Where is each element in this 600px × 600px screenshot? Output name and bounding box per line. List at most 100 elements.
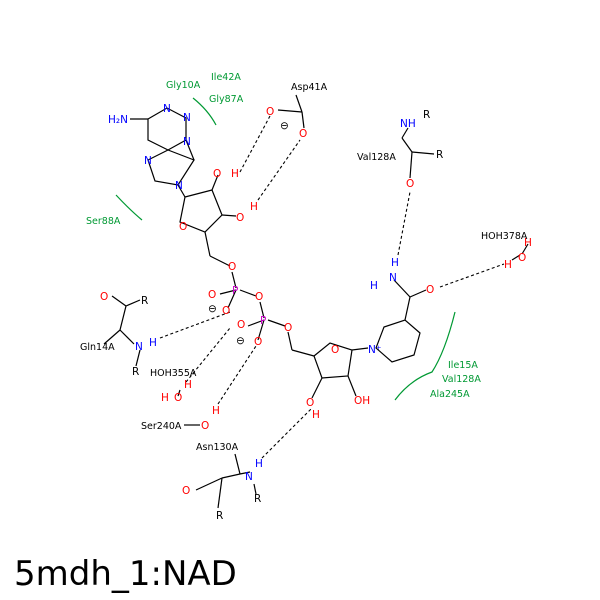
- label-ser240: Ser240A: [141, 421, 182, 432]
- hydrophobic-labels: Gly10A Ile42A Gly87A Ser88A Ile15A Val12…: [86, 72, 481, 400]
- bond: [351, 347, 369, 351]
- atom-n: N: [144, 155, 152, 167]
- hbond-oh-asp41-2: [257, 139, 301, 201]
- label-ser88: Ser88A: [86, 216, 121, 227]
- atom-r: R: [216, 510, 223, 522]
- atom-h: H: [184, 379, 192, 391]
- bond: [111, 295, 127, 307]
- bond: [209, 255, 231, 267]
- atom-h: H: [250, 201, 258, 213]
- hbond-asn130: [261, 407, 313, 459]
- adenine-ring: [130, 107, 195, 186]
- label-val128: Val128A: [357, 152, 396, 163]
- bond: [401, 137, 413, 153]
- bond: [287, 331, 293, 351]
- atom-r: R: [141, 295, 148, 307]
- atom-oh: OH: [354, 395, 370, 407]
- ribose-ring-2: [313, 342, 353, 379]
- bond: [177, 389, 181, 397]
- label-ala245: Ala245A: [430, 389, 470, 400]
- label-ile42: Ile42A: [211, 72, 241, 83]
- atom-o: O: [236, 212, 244, 224]
- label-hoh378: HOH378A: [481, 231, 528, 242]
- bond: [211, 174, 219, 191]
- bond: [219, 289, 237, 295]
- atom-nplus: N⁺: [368, 344, 381, 356]
- bond: [247, 319, 265, 327]
- bond: [119, 305, 127, 331]
- hbond-nh2-val128: [397, 191, 411, 256]
- atom-o: O: [182, 485, 190, 497]
- atom-r: R: [423, 109, 430, 121]
- bond: [231, 271, 237, 289]
- atom-n: N: [163, 103, 171, 115]
- bond: [234, 453, 241, 475]
- atom-n: N: [135, 341, 143, 353]
- bond: [239, 289, 257, 297]
- atom-r: R: [436, 149, 443, 161]
- hbond-o-hoh378: [439, 263, 505, 288]
- bond: [185, 139, 195, 161]
- atom-n: N: [245, 471, 253, 483]
- residue-labels: Asp41A Val128A Gln14A HOH378A HOH355A Se…: [80, 82, 528, 453]
- atom-p: P: [232, 285, 238, 297]
- adenine-five-ring: [147, 149, 195, 186]
- charge-minus: ⊖: [280, 120, 289, 132]
- label-gly87: Gly87A: [209, 94, 244, 105]
- bond: [259, 301, 265, 319]
- ribose-ring-1: [179, 189, 223, 233]
- hbond-hoh355: [185, 327, 231, 383]
- atom-n: N: [183, 112, 191, 124]
- bond: [295, 94, 303, 113]
- label-gln14: Gln14A: [80, 342, 115, 353]
- charge-minus: ⊖: [236, 335, 245, 347]
- bond: [291, 349, 315, 357]
- bond: [301, 111, 305, 129]
- atom-n: N: [175, 180, 183, 192]
- ribose-nicotinamide: [291, 342, 369, 399]
- bond: [177, 184, 186, 198]
- bond: [347, 375, 357, 397]
- hydrophobic-arc-gly: [192, 97, 217, 126]
- atom-o: O: [228, 261, 236, 273]
- hydrophobic-arc-right: [394, 311, 456, 401]
- atom-p: P: [260, 315, 266, 327]
- atom-h: H: [161, 392, 169, 404]
- atom-o: O: [331, 344, 339, 356]
- atom-n: N: [389, 272, 397, 284]
- val128-residue: [401, 127, 435, 179]
- atom-o: O: [426, 284, 434, 296]
- atom-h: H: [370, 280, 378, 292]
- hbond-gln14: [159, 311, 231, 339]
- bond: [221, 473, 241, 479]
- bond: [404, 296, 411, 321]
- bond: [239, 471, 251, 475]
- phosphate-bridge: [219, 271, 293, 351]
- atom-o: O: [518, 252, 526, 264]
- atom-o: O: [222, 305, 230, 317]
- atom-n: N: [183, 136, 191, 148]
- label-gly10: Gly10A: [166, 80, 201, 91]
- label-asp41: Asp41A: [291, 82, 328, 93]
- atom-o: O: [213, 168, 221, 180]
- atom-nh: NH: [400, 118, 416, 130]
- bond: [257, 319, 265, 341]
- bond: [204, 231, 211, 257]
- bond: [393, 279, 411, 298]
- bond: [267, 319, 286, 327]
- bond: [221, 214, 237, 217]
- charge-minus: ⊖: [208, 303, 217, 315]
- bond: [401, 127, 409, 139]
- bond: [217, 477, 223, 509]
- atom-o: O: [179, 221, 187, 233]
- atom-o: O: [201, 420, 209, 432]
- atom-o: O: [237, 319, 245, 331]
- hoh378-water: [511, 243, 529, 261]
- hydrophobic-arc-ser88: [115, 194, 143, 221]
- atom-o: O: [306, 397, 314, 409]
- bond: [311, 377, 323, 399]
- bond: [195, 477, 223, 491]
- asn130-residue: [195, 453, 257, 509]
